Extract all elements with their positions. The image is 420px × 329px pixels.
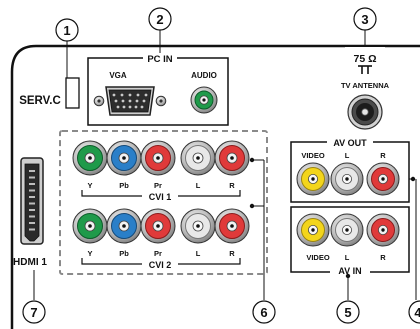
av-in-label: AV IN — [338, 266, 361, 276]
av-out-r-label: R — [380, 151, 386, 160]
callout-6: 6 — [249, 157, 276, 324]
cvi1-r-jack — [214, 140, 250, 176]
callout-6-number: 6 — [260, 305, 267, 320]
audio-label: AUDIO — [191, 71, 217, 80]
hdmi-pin — [29, 189, 35, 192]
antenna-symbol — [358, 65, 372, 74]
callout-4-number: 4 — [414, 305, 420, 320]
vga-pin — [128, 105, 132, 109]
callout-2-number: 2 — [156, 12, 163, 27]
av-in-r-jack — [366, 213, 400, 247]
cvi1-pb-label: Pb — [119, 181, 129, 190]
pc-in-label: PC IN — [147, 54, 172, 65]
hdmi-pin — [29, 176, 35, 179]
cvi1-pr-jack — [140, 140, 176, 176]
hdmi-pins — [29, 170, 35, 231]
cvi2-pb-label: Pb — [119, 249, 129, 258]
cvi2-pr-jack — [140, 208, 176, 244]
serv-c-label: SERV.C — [19, 95, 61, 107]
cvi2-row: Y Pb Pr L R CVI 2 — [72, 208, 250, 270]
vga-pins — [112, 93, 148, 109]
vga-pin — [140, 105, 144, 109]
vga-pin — [120, 93, 124, 97]
cvi2-r-jack — [214, 208, 250, 244]
vga-pin — [144, 93, 148, 97]
hdmi1-label: HDMI 1 — [13, 257, 47, 268]
callout-7: 7 — [22, 270, 46, 324]
callout-3: 3 — [353, 7, 377, 50]
vga-label: VGA — [109, 71, 127, 80]
av-out-label: AV OUT — [333, 138, 367, 148]
callout-1: 1 — [55, 18, 79, 78]
cvi-dashed-group — [59, 130, 268, 275]
cvi1-row: Y Pb Pr L R CVI 1 — [72, 140, 250, 202]
av-in-r-label: R — [380, 253, 386, 262]
vga-pin — [114, 99, 118, 103]
serv-c-port — [65, 77, 80, 109]
cvi2-pr-label: Pr — [154, 249, 162, 258]
cvi1-y-jack — [72, 140, 108, 176]
tv-antenna-port — [347, 94, 383, 130]
callout-1-number: 1 — [63, 23, 70, 38]
hdmi-pin — [29, 196, 35, 198]
hdmi1-port — [20, 157, 44, 245]
hdmi-pin — [29, 202, 35, 205]
antenna-impedance-label: 75 Ω — [353, 53, 376, 65]
av-in-l-jack — [330, 213, 364, 247]
callout-2: 2 — [148, 7, 172, 58]
cvi1-pr-label: Pr — [154, 181, 162, 190]
cvi1-r-label: R — [229, 181, 235, 190]
vga-pin — [128, 93, 132, 97]
vga-pin — [142, 99, 146, 103]
vga-pin — [112, 93, 116, 97]
callout-7-number: 7 — [30, 305, 37, 320]
hdmi-pin — [29, 222, 35, 224]
cvi2-r-label: R — [229, 249, 235, 258]
cvi2-l-label: L — [196, 249, 201, 258]
vga-pin — [122, 105, 126, 109]
vga-pin — [134, 105, 138, 109]
cvi2-y-jack — [72, 208, 108, 244]
cvi1-label: CVI 1 — [149, 192, 172, 202]
hdmi-pin — [29, 170, 35, 172]
cvi2-label: CVI 2 — [149, 260, 172, 270]
av-out-video-label: VIDEO — [301, 151, 325, 160]
av-in-video-label: VIDEO — [306, 253, 330, 262]
hdmi-pin — [29, 209, 35, 211]
cvi2-y-label: Y — [87, 249, 92, 258]
vga-pin — [116, 105, 120, 109]
cvi1-y-label: Y — [87, 181, 92, 190]
vga-pin — [121, 99, 125, 103]
cvi2-l-jack — [180, 208, 216, 244]
vga-pin — [135, 99, 139, 103]
av-out-l-jack — [330, 162, 364, 196]
cvi1-l-label: L — [196, 181, 201, 190]
vga-pin — [136, 93, 140, 97]
callout-3-number: 3 — [361, 12, 368, 27]
cvi1-l-jack — [180, 140, 216, 176]
callout-5-number: 5 — [344, 305, 351, 320]
hdmi-pin — [29, 183, 35, 185]
vga-pin — [128, 99, 132, 103]
tv-antenna-label: TV ANTENNA — [341, 81, 390, 90]
cvi2-pb-jack — [106, 208, 142, 244]
pc-audio-jack — [190, 86, 218, 114]
vga-port — [93, 86, 167, 116]
callout-5: 5 — [336, 273, 360, 324]
hdmi-pin — [29, 215, 35, 218]
av-in-l-label: L — [345, 253, 350, 262]
av-out-l-label: L — [345, 151, 350, 160]
hdmi-pin — [29, 228, 35, 231]
cvi1-pb-jack — [106, 140, 142, 176]
av-out-video-jack — [296, 162, 330, 196]
av-out-r-jack — [366, 162, 400, 196]
tv-panel-outline — [10, 44, 420, 329]
callout-4: 4 — [408, 176, 420, 324]
av-in-video-jack — [296, 213, 330, 247]
